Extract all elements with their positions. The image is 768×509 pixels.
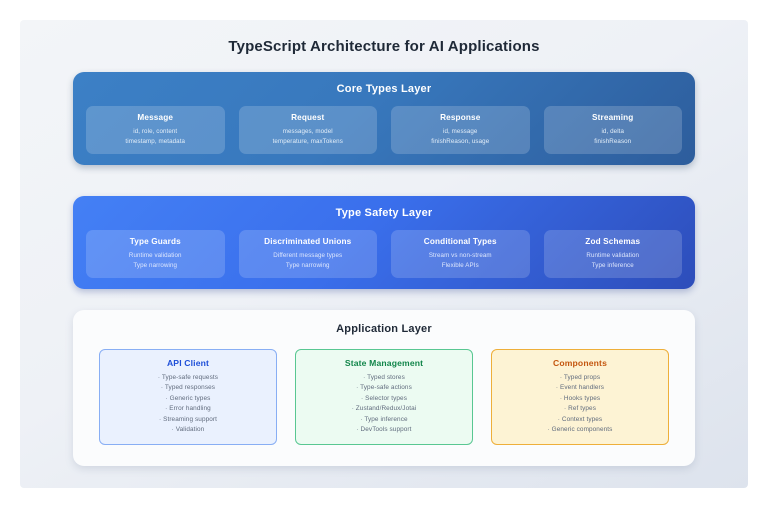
layer-core-types: Core Types Layer Message id, role, conte… xyxy=(73,72,695,165)
card-line: · Generic types xyxy=(165,394,211,402)
card-line: · Generic components xyxy=(547,425,613,433)
card-title-request: Request xyxy=(291,113,325,122)
card-title-discriminated-unions: Discriminated Unions xyxy=(264,237,352,246)
card-title-components: Components xyxy=(552,358,607,368)
card-line: finishReason, usage xyxy=(431,137,490,145)
card-title-response: Response xyxy=(440,113,481,122)
card-line: · Hooks types xyxy=(559,394,601,402)
card-line: · Type-safe actions xyxy=(356,384,412,392)
card-zod-schemas[interactable]: Zod Schemas Runtime validation Type infe… xyxy=(543,230,682,279)
card-title-state-management: State Management xyxy=(344,358,424,368)
card-line: Type narrowing xyxy=(133,261,178,269)
card-line: · Zustand/Redux/Jotai xyxy=(351,405,417,413)
card-line: Type narrowing xyxy=(285,261,330,269)
card-line: · Typed props xyxy=(559,374,601,381)
layer-title-core-types: Core Types Layer xyxy=(336,83,432,95)
card-line: · Context types xyxy=(557,415,603,423)
card-row-application: API Client · Type-safe requests · Typed … xyxy=(73,349,695,446)
card-line: Flexible APIs xyxy=(441,261,479,269)
card-api-client[interactable]: API Client · Type-safe requests · Typed … xyxy=(99,349,277,446)
card-line: temperature, maxTokens xyxy=(272,137,343,145)
card-line: · Error handling xyxy=(165,405,211,413)
card-line: Stream vs non-stream xyxy=(428,252,492,259)
card-discriminated-unions[interactable]: Discriminated Unions Different message t… xyxy=(238,230,377,279)
card-streaming[interactable]: Streaming id, delta finishReason xyxy=(543,106,682,155)
card-line: Different message types xyxy=(273,252,343,259)
card-line: · Ref types xyxy=(564,405,596,413)
layer-title-application: Application Layer xyxy=(336,323,432,335)
card-line: · Type inference xyxy=(360,415,408,423)
card-row-type-safety: Type Guards Runtime validation Type narr… xyxy=(73,230,695,279)
card-line: id, message xyxy=(443,128,478,135)
card-line: · Typed stores xyxy=(363,374,405,381)
card-title-streaming: Streaming xyxy=(592,113,634,122)
card-line: · Validation xyxy=(171,425,205,433)
card-line: · Typed responses xyxy=(160,384,216,392)
card-line: id, role, content xyxy=(133,128,178,135)
card-line: · Streaming support xyxy=(158,415,218,423)
card-line: timestamp, metadata xyxy=(125,137,186,145)
card-request[interactable]: Request messages, model temperature, max… xyxy=(238,106,377,155)
card-line: Runtime validation xyxy=(128,252,182,259)
card-components[interactable]: Components · Typed props · Event handler… xyxy=(491,349,669,446)
layer-title-type-safety: Type Safety Layer xyxy=(335,207,433,219)
card-message[interactable]: Message id, role, content timestamp, met… xyxy=(86,106,225,155)
card-line: · Event handlers xyxy=(555,384,605,392)
card-line: Type inference xyxy=(591,261,634,269)
layer-application: Application Layer API Client · Type-safe… xyxy=(73,310,695,466)
card-line: id, delta xyxy=(601,128,625,135)
card-line: · Type-safe requests xyxy=(157,374,219,381)
card-title-conditional-types: Conditional Types xyxy=(423,237,497,246)
card-line: finishReason xyxy=(594,137,632,145)
card-title-type-guards: Type Guards xyxy=(129,237,181,246)
card-title-api-client: API Client xyxy=(166,358,210,368)
card-type-guards[interactable]: Type Guards Runtime validation Type narr… xyxy=(86,230,225,279)
card-title-message: Message xyxy=(137,113,174,122)
layer-type-safety: Type Safety Layer Type Guards Runtime va… xyxy=(73,196,695,289)
card-line: messages, model xyxy=(282,128,333,135)
card-line: · Selector types xyxy=(361,394,407,402)
page-title: TypeScript Architecture for AI Applicati… xyxy=(228,38,540,55)
architecture-diagram: TypeScript Architecture for AI Applicati… xyxy=(20,20,748,488)
card-title-zod-schemas: Zod Schemas xyxy=(585,237,641,246)
card-state-management[interactable]: State Management · Typed stores · Type-s… xyxy=(295,349,473,446)
card-line: · DevTools support xyxy=(356,425,412,433)
card-conditional-types[interactable]: Conditional Types Stream vs non-stream F… xyxy=(391,230,530,279)
card-response[interactable]: Response id, message finishReason, usage xyxy=(391,106,530,155)
card-line: Runtime validation xyxy=(586,252,640,259)
card-row-core-types: Message id, role, content timestamp, met… xyxy=(73,106,695,155)
